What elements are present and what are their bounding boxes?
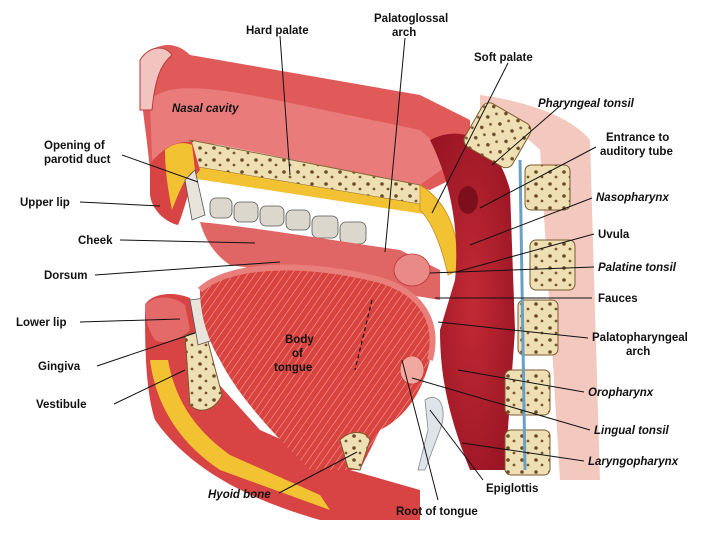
auditory-tube-opening <box>458 186 478 214</box>
chin-fat <box>150 360 330 510</box>
labels: Hard palate Palatoglossal arch Soft pala… <box>16 13 688 518</box>
label-palatopharyngeal-2: arch <box>626 346 650 358</box>
label-entrance-auditory-2: auditory tube <box>600 146 673 158</box>
label-root-of-tongue: Root of tongue <box>396 506 478 518</box>
label-lingual-tonsil: Lingual tonsil <box>594 425 670 437</box>
pharynx-cavity <box>430 133 515 470</box>
label-palatoglossal-arch-1: Palatoglossal <box>374 13 448 25</box>
tongue-surface <box>197 264 436 361</box>
leader-lines <box>79 35 597 501</box>
label-hyoid-bone: Hyoid bone <box>208 489 271 501</box>
upper-teeth <box>184 169 367 245</box>
hyoid-bone-shape <box>339 432 371 471</box>
hard-palate-mucosa <box>185 165 430 215</box>
mandible-bone <box>184 329 223 411</box>
epiglottis-shape <box>417 397 444 471</box>
label-opening-parotid-1: Opening of <box>44 140 105 152</box>
tongue-body <box>200 267 433 470</box>
label-nasopharynx: Nasopharynx <box>596 192 669 204</box>
label-dorsum: Dorsum <box>44 270 87 282</box>
tongue-divider <box>354 299 373 371</box>
label-fauces: Fauces <box>598 293 638 305</box>
label-lower-lip: Lower lip <box>16 317 66 329</box>
label-uvula: Uvula <box>598 229 630 241</box>
label-body-of-tongue-2: of <box>292 348 303 360</box>
label-body-of-tongue-1: Body <box>285 334 314 346</box>
anatomy-illustration <box>139 44 600 520</box>
label-palatoglossal-arch-2: arch <box>392 27 416 39</box>
lingual-tonsil-shape <box>399 355 425 385</box>
label-entrance-auditory-1: Entrance to <box>606 132 669 144</box>
nasal-cavity-lining <box>150 88 455 185</box>
label-cheek: Cheek <box>78 235 113 247</box>
label-pharyngeal-tonsil: Pharyngeal tonsil <box>538 98 635 110</box>
label-oropharynx: Oropharynx <box>588 387 654 399</box>
label-vestibule: Vestibule <box>36 399 87 411</box>
label-upper-lip: Upper lip <box>20 197 70 209</box>
label-palatopharyngeal-1: Palatopharyngeal <box>592 332 688 344</box>
label-palatine-tonsil: Palatine tonsil <box>598 262 677 274</box>
nose-tip <box>139 47 173 111</box>
label-soft-palate: Soft palate <box>474 52 533 64</box>
label-body-of-tongue-3: tongue <box>274 362 312 374</box>
label-nasal-cavity: Nasal cavity <box>172 103 239 115</box>
upper-lip-fat <box>165 143 195 210</box>
label-hard-palate: Hard palate <box>246 25 309 37</box>
label-epiglottis: Epiglottis <box>486 483 538 495</box>
label-opening-parotid-2: parotid duct <box>44 154 111 166</box>
label-laryngopharynx: Laryngopharynx <box>588 456 679 468</box>
palatine-tonsil-shape <box>393 253 431 287</box>
label-gingiva: Gingiva <box>38 361 81 373</box>
